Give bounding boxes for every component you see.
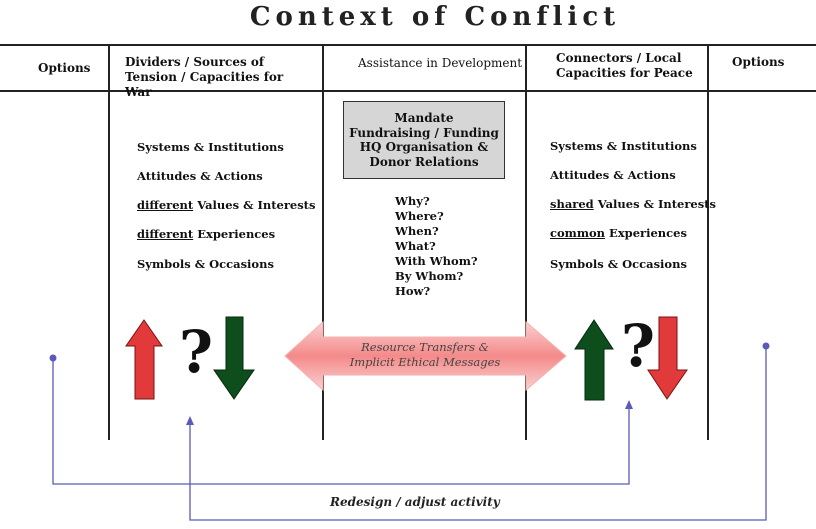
question-when: When? [395,224,439,238]
loop-right-to-dividers [189,346,767,521]
dividers-experiences-underlined: different [137,227,194,241]
loop-arrowhead-dividers [186,416,194,425]
header-connectors: Connectors / Local Capacities for Peace [556,51,693,80]
redesign-label: Redesign / adjust activity [330,495,500,509]
mandate-line-3: HQ Organisation & [359,140,489,154]
question-why: Why? [395,194,430,208]
question-list: Why? Where? When? What? With Whom? By Wh… [395,194,478,299]
connectors-experiences-rest: Experiences [605,226,687,240]
resource-transfer-line-2: Implicit Ethical Messages [349,355,501,369]
resource-transfer-line-1: Resource Transfers & [361,340,489,354]
connectors-values-underlined: shared [550,197,594,211]
header-assistance: Assistance in Development [358,56,523,70]
dividers-item-attitudes: Attitudes & Actions [137,169,263,183]
dividers-values-underlined: different [137,198,194,212]
loop-start-dot-right [762,342,770,350]
dividers-item-values: different Values & Interests [137,198,315,212]
header-options-left: Options [38,61,91,75]
question-how: How? [395,284,431,298]
dividers-values-rest: Values & Interests [193,198,316,212]
column-divider-4 [707,44,709,440]
connectors-item-experiences: common Experiences [550,226,687,240]
resource-transfer-arrow [284,320,567,392]
mandate-box: Mandate Fundraising / Funding HQ Organis… [343,101,505,179]
column-divider-1 [108,44,110,440]
header-options-right: Options [732,55,785,69]
question-with-whom: With Whom? [395,254,478,268]
dividers-item-systems: Systems & Institutions [137,140,284,154]
green-up-arrow-right [574,319,614,401]
dividers-item-experiences: different Experiences [137,227,275,241]
green-down-arrow-left [213,316,255,400]
question-what: What? [395,239,436,253]
dividers-experiences-rest: Experiences [193,227,276,241]
dividers-item-symbols: Symbols & Occasions [137,257,274,271]
loop-arrowhead-connectors [625,400,633,409]
connectors-values-rest: Values & Interests [593,197,716,211]
mandate-line-1: Mandate [394,111,454,125]
loop-start-dot-left [49,354,57,362]
header-top-rule [0,44,816,46]
red-up-arrow-left [125,319,163,400]
mandate-line-4: Donor Relations [369,154,479,169]
question-mark-right: ? [621,312,655,380]
header-bottom-rule [0,90,816,92]
mandate-line-2: Fundraising / Funding [349,125,499,140]
column-divider-3 [525,44,527,440]
connectors-experiences-underlined: common [550,226,606,240]
connectors-item-symbols: Symbols & Occasions [550,257,687,271]
diagram-title: Context of Conflict [249,2,621,32]
connectors-item-values: shared Values & Interests [550,197,716,211]
resource-transfer-label: Resource Transfers & Implicit Ethical Me… [340,340,510,370]
question-where: Where? [395,209,444,223]
connectors-item-systems: Systems & Institutions [550,139,697,153]
red-down-arrow-right [647,316,688,400]
question-mark-left: ? [179,318,213,386]
redesign-loop-lines [52,346,767,521]
header-dividers: Dividers / Sources of Tension / Capaciti… [125,55,284,99]
loop-left-to-connectors [52,358,630,485]
question-by-whom: By Whom? [395,269,464,283]
connectors-item-attitudes: Attitudes & Actions [550,168,676,182]
column-divider-2 [322,44,324,440]
